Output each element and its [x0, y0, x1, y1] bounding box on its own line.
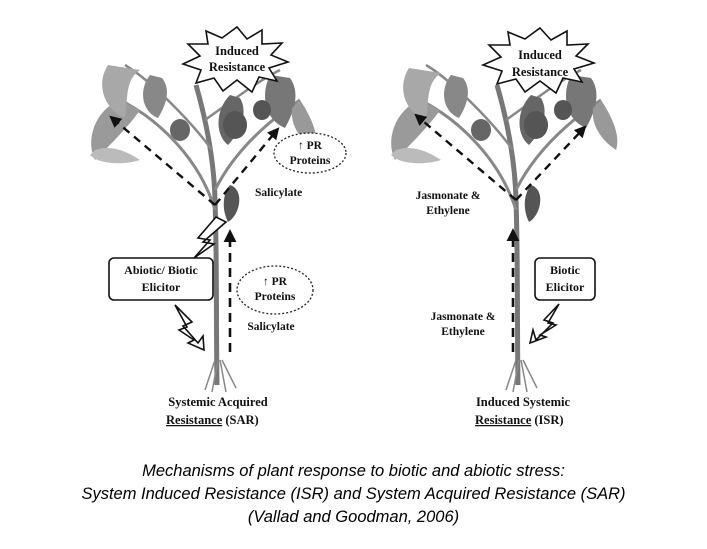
isr-arrow-upper-right — [515, 125, 587, 201]
isr-burst-line2: Resistance — [512, 65, 569, 79]
isr-label-underlined: Resistance — [475, 413, 532, 427]
sar-label-underlined: Resistance — [166, 413, 223, 427]
caption-line-2: System Induced Resistance (ISR) and Syst… — [81, 485, 626, 503]
isr-signal-bottom-line2: Ethylene — [441, 326, 484, 338]
sar-signal-bottom-label: Salicylate — [247, 321, 294, 333]
isr-signal-top-line2: Ethylene — [426, 205, 469, 217]
sar-panel: Induced Resistance ↑ PR Proteins Salicyl… — [90, 25, 347, 427]
isr-label-line1: Induced Systemic — [476, 395, 571, 409]
isr-elicitor-line1: Biotic — [550, 263, 581, 277]
sar-lightning-lower-icon — [174, 304, 205, 352]
isr-elicitor-box — [534, 257, 596, 301]
isr-label-line2: Resistance (ISR) — [475, 413, 564, 427]
isr-label-rest: (ISR) — [531, 413, 563, 427]
isr-burst-line1: Induced — [518, 48, 562, 62]
sar-arrow-upper-right — [214, 127, 280, 206]
sar-burst-line2: Resistance — [209, 60, 266, 74]
isr-panel: Induced Resistance Jasmonate & Ethylene … — [391, 26, 618, 427]
isr-elicitor-line2: Elicitor — [546, 280, 585, 294]
sar-pr-bottom-line1: ↑ PR — [263, 276, 288, 288]
isr-induced-resistance-burst — [480, 26, 597, 95]
isr-signal-bottom-line1: Jasmonate & — [431, 311, 496, 323]
sar-pr-top-line1: ↑ PR — [298, 140, 323, 152]
sar-label-rest: (SAR) — [222, 413, 258, 427]
isr-lightning-icon — [528, 303, 560, 345]
sar-elicitor-line1: Abiotic/ Biotic — [124, 263, 198, 277]
sar-signal-top-label: Salicylate — [255, 187, 302, 199]
caption-line-1: Mechanisms of plant response to biotic a… — [142, 462, 565, 480]
sar-burst-line1: Induced — [215, 44, 259, 58]
caption-line-3: (Vallad and Goodman, 2006) — [247, 508, 460, 526]
sar-label-line2: Resistance (SAR) — [166, 413, 259, 427]
sar-elicitor-line2: Elicitor — [142, 280, 181, 294]
sar-arrow-upper-left — [109, 115, 216, 206]
isr-plant-illustration — [391, 63, 618, 393]
isr-signal-top-line1: Jasmonate & — [416, 190, 481, 202]
sar-lightning-upper-icon — [193, 216, 228, 259]
sar-pr-proteins-top-oval — [273, 132, 347, 174]
sar-label-line1: Systemic Acquired — [168, 395, 267, 409]
sar-pr-bottom-line2: Proteins — [255, 291, 296, 303]
isr-arrow-upper-left — [414, 113, 517, 201]
sar-elicitor-box — [108, 257, 214, 301]
sar-induced-resistance-burst — [180, 25, 291, 94]
sar-pr-proteins-bottom-oval — [236, 265, 314, 315]
sar-pr-top-line2: Proteins — [290, 155, 331, 167]
